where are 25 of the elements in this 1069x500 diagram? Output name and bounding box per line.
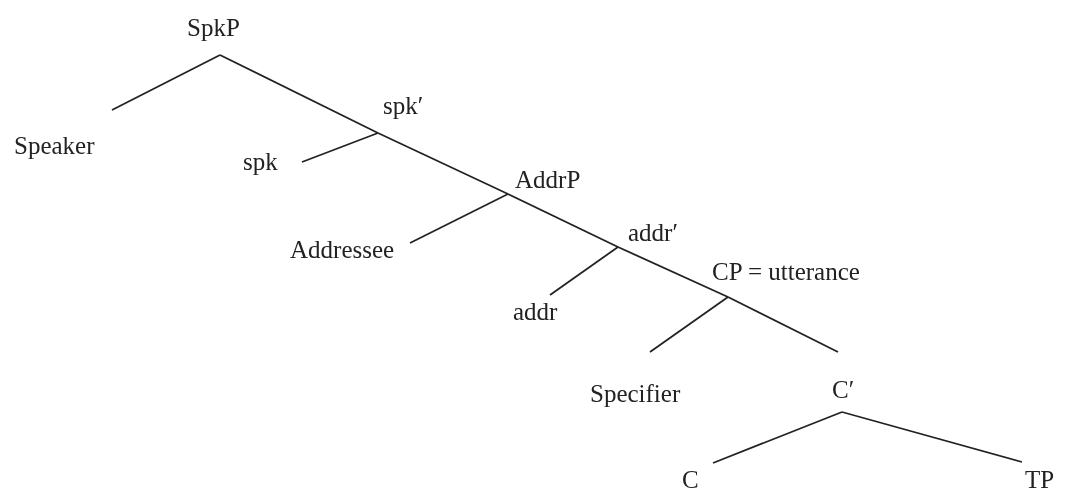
tree-node-label: Speaker bbox=[14, 132, 95, 160]
tree-branch-line bbox=[377, 132, 509, 195]
tree-node-label: TP bbox=[1025, 466, 1055, 494]
tree-node-label: AddrP bbox=[515, 166, 581, 194]
tree-node-label: spk′ bbox=[383, 92, 424, 120]
tree-branch-line bbox=[507, 193, 619, 248]
tree-branch-line bbox=[649, 296, 729, 353]
tree-branch-line bbox=[727, 296, 839, 353]
tree-node-label: SpkP bbox=[187, 14, 240, 42]
tree-branch-line bbox=[111, 54, 221, 111]
tree-branch-line bbox=[549, 246, 619, 296]
tree-node-label: spk bbox=[243, 148, 278, 176]
tree-node-label: addr′ bbox=[628, 219, 678, 247]
tree-node-label: C bbox=[682, 466, 699, 494]
tree-branch-line bbox=[841, 411, 1023, 463]
tree-node-label: Addressee bbox=[290, 236, 395, 264]
tree-node-label: addr bbox=[513, 298, 558, 326]
tree-branch-line bbox=[617, 246, 729, 298]
tree-node-label: C′ bbox=[832, 376, 855, 404]
tree-node-label: Specifier bbox=[590, 380, 681, 408]
tree-branch-line bbox=[301, 132, 379, 163]
tree-branch-line bbox=[712, 411, 843, 464]
tree-node-label: CP = utterance bbox=[712, 258, 860, 286]
tree-branch-line bbox=[219, 54, 379, 134]
tree-branch-line bbox=[409, 193, 509, 244]
